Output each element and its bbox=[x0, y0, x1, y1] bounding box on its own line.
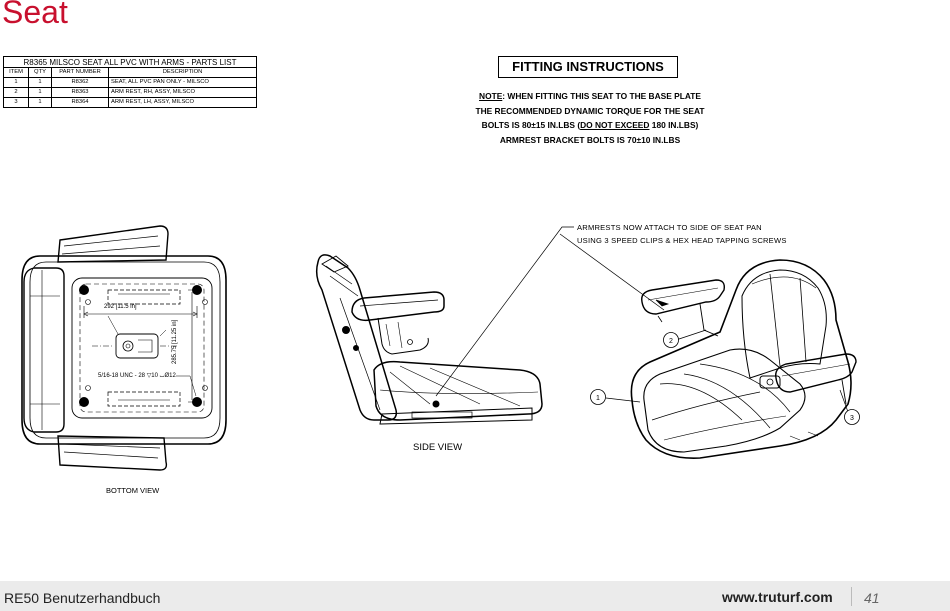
note-line-3-pre: BOLTS IS 80±15 IN.LBS ( bbox=[481, 120, 581, 131]
cell-description: ARM REST, LH, ASSY, MILSCO bbox=[108, 97, 257, 108]
balloon-1-label: 1 bbox=[596, 395, 600, 402]
fitting-instructions-heading: FITTING INSTRUCTIONS bbox=[498, 56, 678, 78]
dimension-depth: 285.75 [11.25 in] bbox=[172, 319, 178, 364]
page-footer: RE50 Benutzerhandbuch www.truturf.com 41 bbox=[0, 581, 950, 611]
page-title: Seat bbox=[2, 0, 68, 30]
balloon-2-label: 2 bbox=[669, 338, 673, 345]
bottom-view-label: BOTTOM VIEW bbox=[106, 486, 160, 495]
website-link[interactable]: www.truturf.com bbox=[722, 589, 833, 605]
dimension-width: 292 [11.5 in] bbox=[104, 304, 137, 310]
note-line-3-post: 180 IN.LBS) bbox=[649, 120, 699, 131]
table-row: 2 1 R8363 ARM REST, RH, ASSY, MILSCO bbox=[3, 87, 257, 98]
parts-list-table: R8365 MILSCO SEAT ALL PVC WITH ARMS - PA… bbox=[3, 56, 257, 108]
note-line-1: NOTE: WHEN FITTING THIS SEAT TO THE BASE… bbox=[440, 89, 740, 104]
note-label: NOTE bbox=[479, 91, 503, 101]
callout-leaders bbox=[435, 226, 849, 413]
footer-divider bbox=[851, 587, 852, 606]
note-line-1-text: : WHEN FITTING THIS SEAT TO THE BASE PLA… bbox=[502, 91, 701, 101]
dimension-bolt: 5/16-18 UNC - 28 ▽10 ⌴Ø12 bbox=[98, 373, 176, 379]
balloon-2: 2 bbox=[663, 332, 679, 348]
side-view-drawing bbox=[315, 254, 543, 425]
seat-drawings bbox=[21, 225, 857, 471]
side-view-label: SIDE VIEW bbox=[413, 442, 463, 453]
isometric-view-drawing bbox=[630, 259, 857, 459]
balloon-3-label: 3 bbox=[850, 415, 854, 422]
armrest-callout: ARMRESTS NOW ATTACH TO SIDE OF SEAT PAN … bbox=[577, 221, 787, 247]
table-row: 3 1 R8364 ARM REST, LH, ASSY, MILSCO bbox=[3, 97, 257, 108]
balloon-1: 1 bbox=[590, 389, 606, 405]
manual-title: RE50 Benutzerhandbuch bbox=[4, 590, 161, 606]
fitting-note: NOTE: WHEN FITTING THIS SEAT TO THE BASE… bbox=[440, 89, 740, 148]
note-do-not-exceed: DO NOT EXCEED bbox=[580, 120, 650, 131]
note-line-3: BOLTS IS 80±15 IN.LBS (DO NOT EXCEED 180… bbox=[440, 118, 740, 133]
balloon-3: 3 bbox=[844, 409, 860, 425]
callout-line-2: USING 3 SPEED CLIPS & HEX HEAD TAPPING S… bbox=[577, 236, 787, 245]
callout-line-1: ARMRESTS NOW ATTACH TO SIDE OF SEAT PAN bbox=[577, 223, 762, 232]
bottom-view-drawing bbox=[21, 225, 227, 471]
note-line-2: THE RECOMMENDED DYNAMIC TORQUE FOR THE S… bbox=[475, 105, 705, 116]
note-line-4: ARMREST BRACKET BOLTS IS 70±10 IN.LBS bbox=[499, 135, 681, 146]
page-number: 41 bbox=[864, 590, 880, 606]
